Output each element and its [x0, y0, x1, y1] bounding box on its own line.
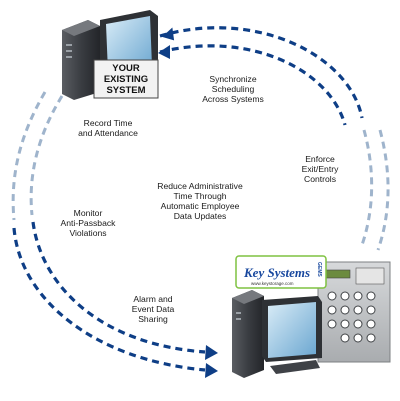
arrow-enforce [360, 129, 390, 251]
arrow-alarm-outer [12, 227, 218, 378]
arrow-alarm-inner [31, 221, 218, 360]
arrow-sync-outer [159, 26, 364, 119]
caption-line-3: SYSTEM [106, 85, 145, 96]
label-reduce-admin: Reduce Administrative Time Through Autom… [157, 181, 243, 221]
arrow-sync-inner [158, 44, 347, 126]
label-synchronize: Synchronize Scheduling Across Systems [202, 74, 264, 104]
brand-name: Key Systems [243, 265, 310, 280]
caption-line-2: EXISTING [104, 74, 148, 85]
label-monitor: Monitor Anti-Passback Violations [60, 208, 116, 238]
caption-line-1: YOUR [112, 63, 140, 74]
existing-system-caption: YOUR EXISTING SYSTEM [93, 59, 159, 99]
arrow-left-light [11, 91, 64, 221]
brand-url: www.keystorage.com [251, 281, 294, 286]
keysystems-computer-icon [232, 290, 322, 378]
keysystems-logo: Key Systems GEMS www.keystorage.com [235, 255, 327, 289]
existing-system-computer: YOUR EXISTING SYSTEM [62, 10, 159, 100]
key-cabinet-icon [317, 261, 391, 363]
label-alarm: Alarm and Event Data Sharing [131, 294, 175, 324]
keysystems-station: Key Systems GEMS www.keystorage.com [232, 255, 391, 378]
brand-sub: GEMS [316, 262, 322, 277]
label-enforce: Enforce Exit/Entry Controls [301, 154, 339, 184]
label-record-time: Record Time and Attendance [78, 118, 138, 138]
